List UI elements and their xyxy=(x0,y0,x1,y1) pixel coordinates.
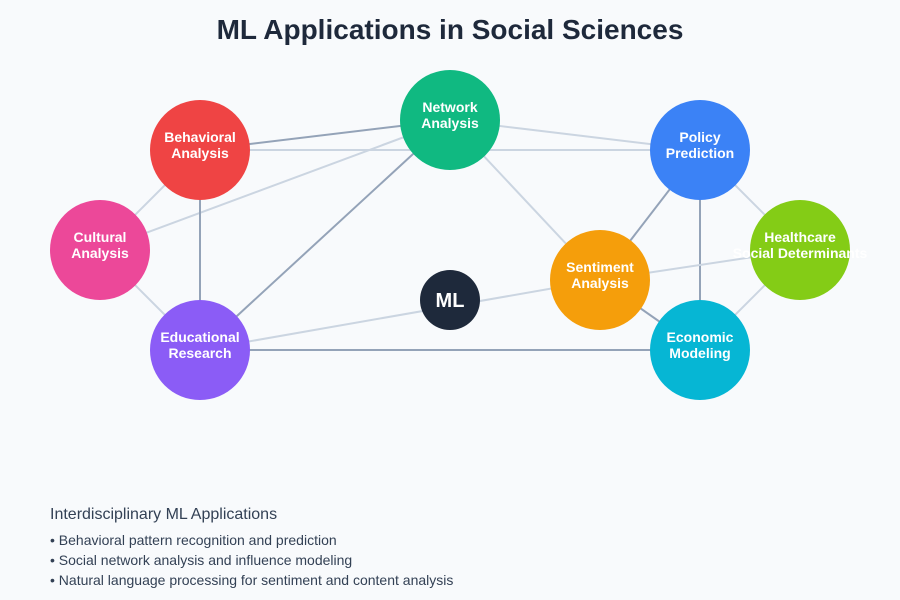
node-label-policy: Prediction xyxy=(666,145,734,161)
footer-bullet: • Natural language processing for sentim… xyxy=(50,572,454,588)
node-label-economic: Modeling xyxy=(669,345,730,361)
network-diagram: BehavioralAnalysisNetworkAnalysisPolicyP… xyxy=(50,70,868,400)
node-circle-economic[interactable] xyxy=(650,300,750,400)
node-circle-cultural[interactable] xyxy=(50,200,150,300)
node-label-policy: Policy xyxy=(679,129,720,145)
node-label-behavioral: Analysis xyxy=(171,145,229,161)
hub-layer: ML xyxy=(420,270,480,330)
node-label-cultural: Cultural xyxy=(74,229,127,245)
node-label-network: Analysis xyxy=(421,115,479,131)
node-circle-sentiment[interactable] xyxy=(550,230,650,330)
edge-educational-sentiment xyxy=(199,279,601,351)
page-title: ML Applications in Social Sciences xyxy=(216,14,684,45)
node-circle-policy[interactable] xyxy=(650,100,750,200)
node-circle-educational[interactable] xyxy=(150,300,250,400)
node-label-sentiment: Analysis xyxy=(571,275,629,291)
node-label-educational: Educational xyxy=(160,329,239,345)
node-label-sentiment: Sentiment xyxy=(566,259,634,275)
edge-educational-network xyxy=(199,119,451,351)
node-label-educational: Research xyxy=(168,345,231,361)
nodes-layer: BehavioralAnalysisNetworkAnalysisPolicyP… xyxy=(50,70,868,400)
node-label-network: Network xyxy=(422,99,477,115)
node-circle-healthcare[interactable] xyxy=(750,200,850,300)
footer-bullet: • Social network analysis and influence … xyxy=(50,552,353,568)
footer-heading: Interdisciplinary ML Applications xyxy=(50,506,278,523)
node-circle-behavioral[interactable] xyxy=(150,100,250,200)
node-label-healthcare: Healthcare xyxy=(764,229,836,245)
node-label-behavioral: Behavioral xyxy=(164,129,236,145)
edge-cultural-network xyxy=(99,119,451,251)
node-circle-network[interactable] xyxy=(400,70,500,170)
node-label-economic: Economic xyxy=(667,329,734,345)
footer-bullet: • Behavioral pattern recognition and pre… xyxy=(50,532,337,548)
node-label-healthcare: Social Determinants xyxy=(733,245,868,261)
ml-hub-label: ML xyxy=(436,290,465,312)
footer-notes: Interdisciplinary ML Applications • Beha… xyxy=(50,504,453,590)
ml-hub-node[interactable] xyxy=(420,270,480,330)
node-label-cultural: Analysis xyxy=(71,245,129,261)
